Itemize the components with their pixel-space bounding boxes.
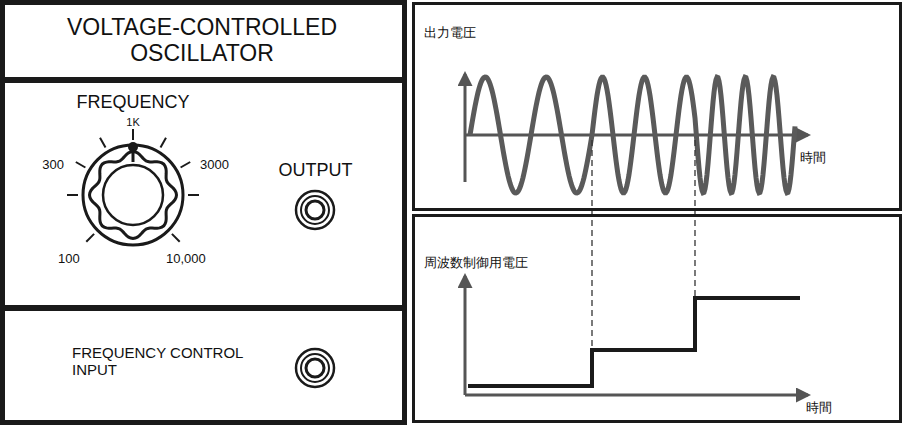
dial-tick bbox=[132, 129, 134, 140]
module-title: VOLTAGE-CONTROLLED OSCILLATOR bbox=[52, 14, 352, 67]
scale-number: 3000 bbox=[200, 158, 250, 172]
scale-number: 10,000 bbox=[166, 252, 226, 266]
jack-label: OUTPUT bbox=[258, 160, 373, 181]
guide-lines bbox=[592, 140, 695, 350]
dial-tick bbox=[161, 138, 167, 148]
output-graph-panel: 出力電圧時間 bbox=[412, 2, 902, 211]
dial-tick bbox=[76, 162, 86, 168]
dial-tick bbox=[86, 234, 94, 242]
dial-tick bbox=[181, 162, 191, 168]
scale-number: 300 bbox=[24, 158, 64, 172]
control-input-section: FREQUENCY CONTROL INPUT bbox=[2, 308, 405, 423]
knob-label: FREQUENCY bbox=[68, 92, 198, 113]
control-input-jack bbox=[296, 349, 334, 387]
axis-label: 出力電圧 bbox=[424, 26, 564, 41]
panel-frame bbox=[2, 2, 406, 424]
frequency-section: FREQUENCY OUTPUT bbox=[2, 80, 405, 308]
control-graph-panel: 周波数制御用電圧時間 bbox=[412, 214, 902, 423]
title-box: VOLTAGE-CONTROLLED OSCILLATOR bbox=[2, 2, 405, 80]
scale-number: 100 bbox=[58, 252, 98, 266]
frequency-knob bbox=[83, 142, 183, 245]
output-jack bbox=[296, 191, 334, 229]
control-axes bbox=[465, 276, 808, 395]
output-waveform bbox=[470, 77, 795, 193]
scale-number: 1K bbox=[118, 116, 148, 128]
dial-tick bbox=[188, 194, 199, 196]
jack-label: FREQUENCY CONTROL INPUT bbox=[72, 344, 247, 379]
axis-label: 周波数制御用電圧 bbox=[424, 256, 584, 271]
axis-label: 時間 bbox=[800, 151, 850, 166]
axis-label: 時間 bbox=[806, 401, 856, 416]
dial-tick bbox=[67, 194, 78, 196]
dial-tick bbox=[100, 138, 106, 148]
dial-tick bbox=[172, 234, 180, 242]
dial-ticks bbox=[67, 129, 199, 242]
control-voltage-steps bbox=[468, 298, 800, 386]
